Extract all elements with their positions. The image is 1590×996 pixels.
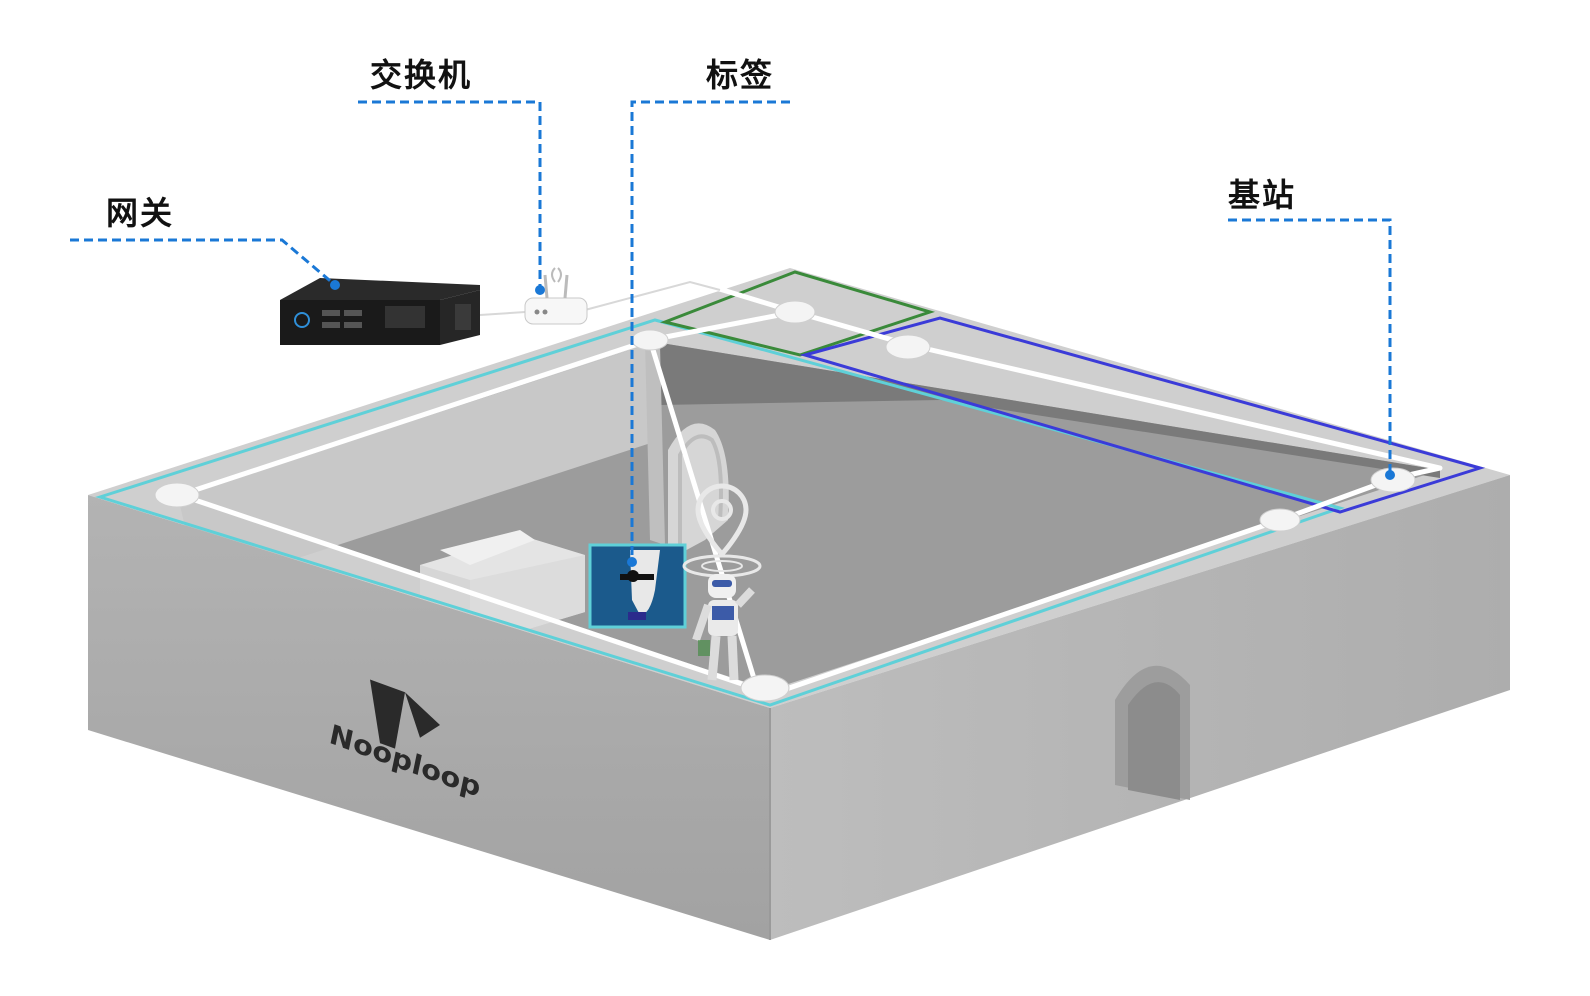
anchor-callout-line (1228, 218, 1392, 475)
switch-label: 交换机 (370, 56, 473, 94)
tag-closeup (588, 543, 687, 629)
inner-wall-back (178, 342, 660, 590)
building (88, 268, 1510, 940)
location-pin-icon (695, 483, 749, 558)
inner-wall-left (655, 342, 1440, 478)
gateway-callout-line (70, 238, 336, 287)
uwb-anchor-icon (154, 300, 1416, 702)
switch-callout-line (358, 100, 542, 290)
gateway-label: 网关 (106, 194, 175, 232)
anchor-label: 基站 (1228, 176, 1297, 214)
column (645, 342, 665, 545)
tag-label: 标签 (706, 56, 775, 94)
small-room-outline (659, 270, 936, 357)
right-room-outline (799, 316, 1486, 514)
mini-pc-icon (280, 278, 480, 345)
tag-callout-line (630, 100, 790, 562)
robot-icon (682, 554, 762, 681)
wifi-router-icon (524, 267, 588, 325)
main-room-outline (95, 318, 1346, 707)
callout-dots (330, 280, 1395, 567)
callout-lines (70, 100, 1392, 562)
